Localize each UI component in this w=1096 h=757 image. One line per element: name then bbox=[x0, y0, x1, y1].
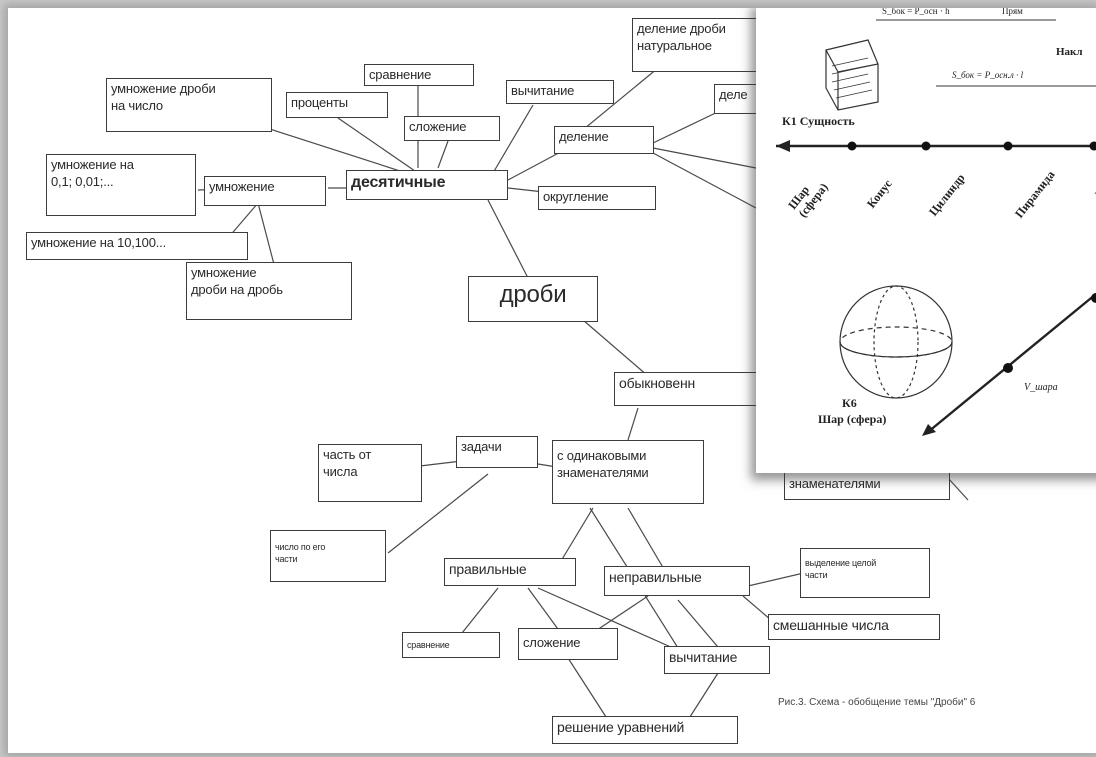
node-proper: правильные bbox=[444, 558, 576, 586]
overlay-sphere-name: Шар (сфера) bbox=[818, 412, 887, 426]
node-mul-fraction: умножение дроби на дробь bbox=[186, 262, 352, 320]
figure-caption: Рис.3. Схема - обобщение темы "Дроби" 6 bbox=[778, 697, 976, 708]
node-mul-number: умножение дроби на число bbox=[106, 78, 272, 132]
node-subtract-ordinary: вычитание bbox=[664, 646, 770, 674]
sphere-icon bbox=[839, 285, 953, 399]
overlay-formula-top: S_бок = P_осн · h bbox=[882, 8, 950, 16]
node-ordinary: обыкновенн bbox=[614, 372, 764, 406]
node-divide-natural: деление дроби натуральное bbox=[632, 18, 762, 72]
axis-point-pyramid bbox=[1089, 141, 1096, 151]
node-number-by-part: число по его части bbox=[270, 530, 386, 582]
node-mul-001: умножение на 0,1; 0,01;... bbox=[46, 154, 196, 216]
node-dele-cut: деле bbox=[714, 84, 764, 114]
axis-point-cone bbox=[921, 141, 931, 151]
overlay-formula-mid: S_бок = P_осн.л · l bbox=[952, 70, 1024, 80]
node-compare-ordinary: сравнение bbox=[402, 632, 500, 658]
node-mul-10: умножение на 10,100... bbox=[26, 232, 248, 260]
node-add-decimal: сложение bbox=[404, 116, 500, 141]
diag-point-volume bbox=[1003, 363, 1013, 373]
node-rounding: округление bbox=[538, 186, 656, 210]
overlay-volume-label: V_шара bbox=[1024, 382, 1058, 393]
node-multiply: умножение bbox=[204, 176, 326, 206]
node-decimal: десятичные bbox=[346, 170, 508, 200]
overlay-axis-title: К1 Сущность bbox=[782, 114, 855, 128]
diag-point-top bbox=[1091, 293, 1096, 303]
node-same-denominators: с одинаковыми знаменателями bbox=[552, 440, 704, 504]
node-compare-decimal: сравнение bbox=[364, 64, 474, 86]
node-percents: проценты bbox=[286, 92, 388, 118]
node-fractions: дроби bbox=[468, 276, 598, 322]
node-mixed: смешанные числа bbox=[768, 614, 940, 640]
overlay-label-right: Накл bbox=[1056, 46, 1083, 58]
page: умножение дроби на число проценты сравне… bbox=[8, 8, 1096, 753]
overlay-drawing bbox=[776, 19, 1096, 436]
overlay-sphere-code: К6 bbox=[842, 396, 857, 410]
node-tasks: задачи bbox=[456, 436, 538, 468]
node-divide: деление bbox=[554, 126, 654, 154]
node-equations: решение уравнений bbox=[552, 716, 738, 744]
node-improper: неправильные bbox=[604, 566, 750, 596]
overlay-formula-top-tail: Прям bbox=[1002, 8, 1023, 16]
axis-point-cylinder bbox=[1003, 141, 1013, 151]
node-part-of-number: часть от числа bbox=[318, 444, 422, 502]
node-add-ordinary: сложение bbox=[518, 628, 618, 660]
node-whole-part: выделение целой части bbox=[800, 548, 930, 598]
prism-icon bbox=[825, 39, 879, 111]
connector-lines bbox=[197, 67, 969, 721]
axis-point-sphere bbox=[847, 141, 857, 151]
node-subtract-decimal: вычитание bbox=[506, 80, 614, 104]
overlay-panel: S_бок = P_осн · h Прям Накл S_бок = P_ос… bbox=[756, 8, 1096, 473]
